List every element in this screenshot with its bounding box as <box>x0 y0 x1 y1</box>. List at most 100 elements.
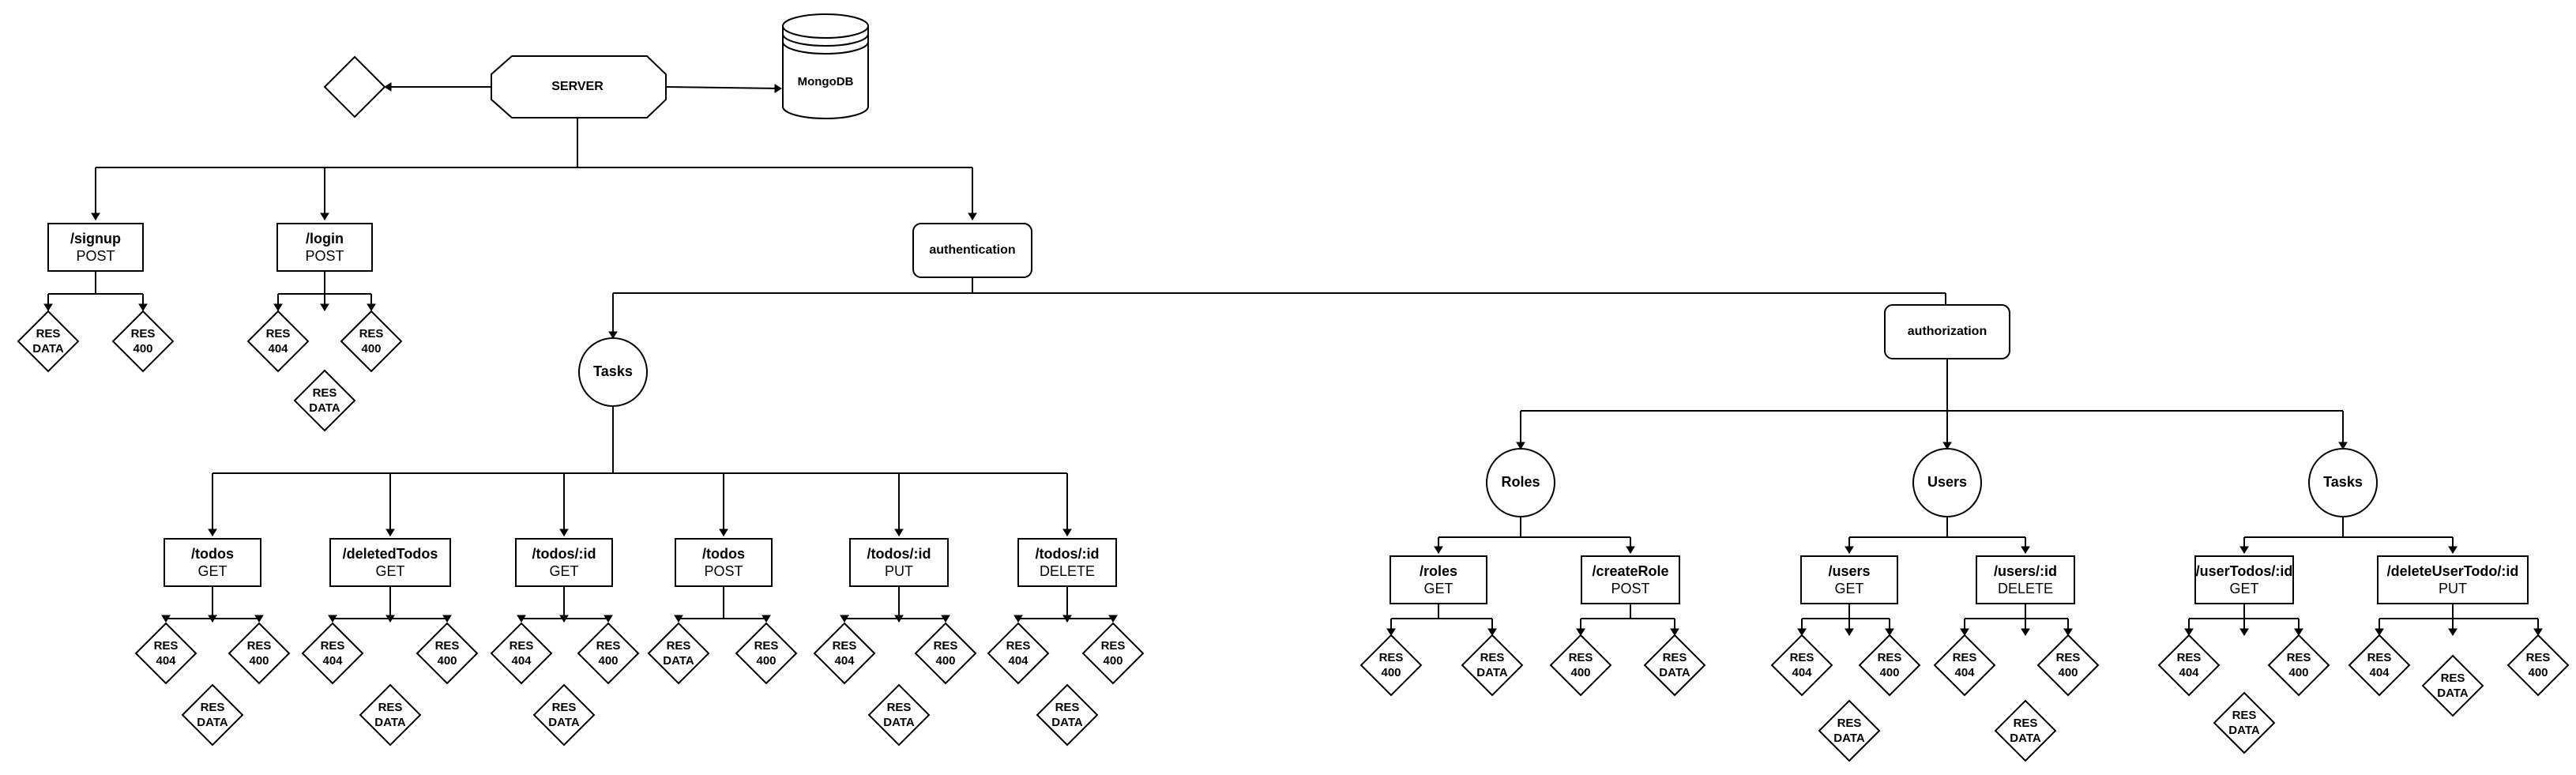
response-line-1: RES <box>1379 651 1404 664</box>
endpoint-box <box>47 223 144 272</box>
database-ring <box>782 41 869 55</box>
response-line-1: RES <box>2367 651 2392 664</box>
diamond-shape <box>323 55 386 119</box>
endpoint-method: GET <box>197 563 227 579</box>
diamond-shape <box>17 310 80 373</box>
diamond-shape <box>735 622 798 685</box>
endpoint-method: POST <box>704 563 743 579</box>
endpoint-path: /deletedTodos <box>343 546 438 562</box>
diamond-shape <box>577 622 640 685</box>
diamond-shape <box>1994 699 2057 762</box>
endpoint-method: DELETE <box>1998 581 2053 596</box>
server-label: SERVER <box>551 80 604 93</box>
arrowhead <box>762 615 771 623</box>
diamond-shape <box>1081 622 1145 685</box>
response-line-1: RES <box>266 327 291 340</box>
arrowhead <box>320 303 329 311</box>
endpoint-path: /todos/:id <box>1036 546 1100 562</box>
response-line-1: RES <box>1663 651 1687 664</box>
endpoint-box <box>164 538 261 587</box>
diamond-shape <box>1461 634 1524 697</box>
response-line-1: RES <box>552 701 577 714</box>
arrowhead <box>1062 615 1072 623</box>
endpoint-box <box>2377 555 2529 604</box>
response-line-2: 400 <box>133 342 152 356</box>
arrowhead <box>1845 546 1854 554</box>
response-line-2: DATA <box>1051 716 1083 729</box>
response-line-2: DATA <box>197 716 228 729</box>
response-line-2: 400 <box>1570 666 1590 679</box>
response-line-2: 400 <box>1381 666 1401 679</box>
arrowhead <box>2184 628 2194 636</box>
arrowhead <box>674 615 683 623</box>
endpoint-path: /signup <box>70 231 121 246</box>
group-label: Users <box>1927 474 1967 490</box>
endpoint-path: /roles <box>1420 563 1457 579</box>
arrowhead <box>138 303 148 311</box>
connector-line <box>665 86 780 89</box>
response-line-2: DATA <box>2228 724 2260 737</box>
response-line-2: 400 <box>1879 666 1899 679</box>
diamond-shape <box>359 683 422 747</box>
response-line-1: RES <box>887 701 912 714</box>
diamond-shape <box>2267 634 2330 697</box>
endpoint-path: /users/:id <box>1994 563 2057 579</box>
arrowhead <box>968 213 977 220</box>
response-line-1: RES <box>321 639 345 653</box>
arrowhead <box>208 529 217 536</box>
users-group-node: Users <box>1912 448 1982 517</box>
response-line-1: RES <box>1569 651 1593 664</box>
response-400: RES 400 <box>1359 634 1423 697</box>
arrowhead <box>1885 628 1894 636</box>
arrowhead <box>2448 628 2458 636</box>
arrowhead <box>2375 628 2384 636</box>
arrowhead <box>2239 628 2249 636</box>
rounded-box <box>1884 304 2010 359</box>
diamond-shape <box>293 369 356 432</box>
arrowhead <box>91 213 100 220</box>
arrowhead <box>2338 442 2348 450</box>
diamond-shape <box>181 683 244 747</box>
response-line-2: 404 <box>1008 654 1029 668</box>
diamond-shape <box>301 622 364 685</box>
endpoint-path: /todos/:id <box>532 546 596 562</box>
database-cylinder-icon <box>782 26 869 119</box>
response-line-2: DATA <box>2437 687 2469 700</box>
arrowhead <box>328 615 337 623</box>
arrowhead <box>384 82 392 92</box>
response-line-1: RES <box>1006 639 1031 653</box>
arrowhead <box>1626 546 1635 554</box>
arrowhead <box>2294 628 2303 636</box>
arrowhead <box>320 213 329 220</box>
arrowhead <box>43 303 53 311</box>
group-label: Roles <box>1501 474 1540 490</box>
diamond-shape <box>1858 634 1921 697</box>
endpoint-path: /createRole <box>1592 563 1668 579</box>
arrowhead <box>2448 546 2458 554</box>
endpoint-box <box>849 538 949 587</box>
response-line-2: 400 <box>598 654 618 668</box>
diamond-shape <box>2348 634 2411 697</box>
arrowhead <box>208 615 217 623</box>
